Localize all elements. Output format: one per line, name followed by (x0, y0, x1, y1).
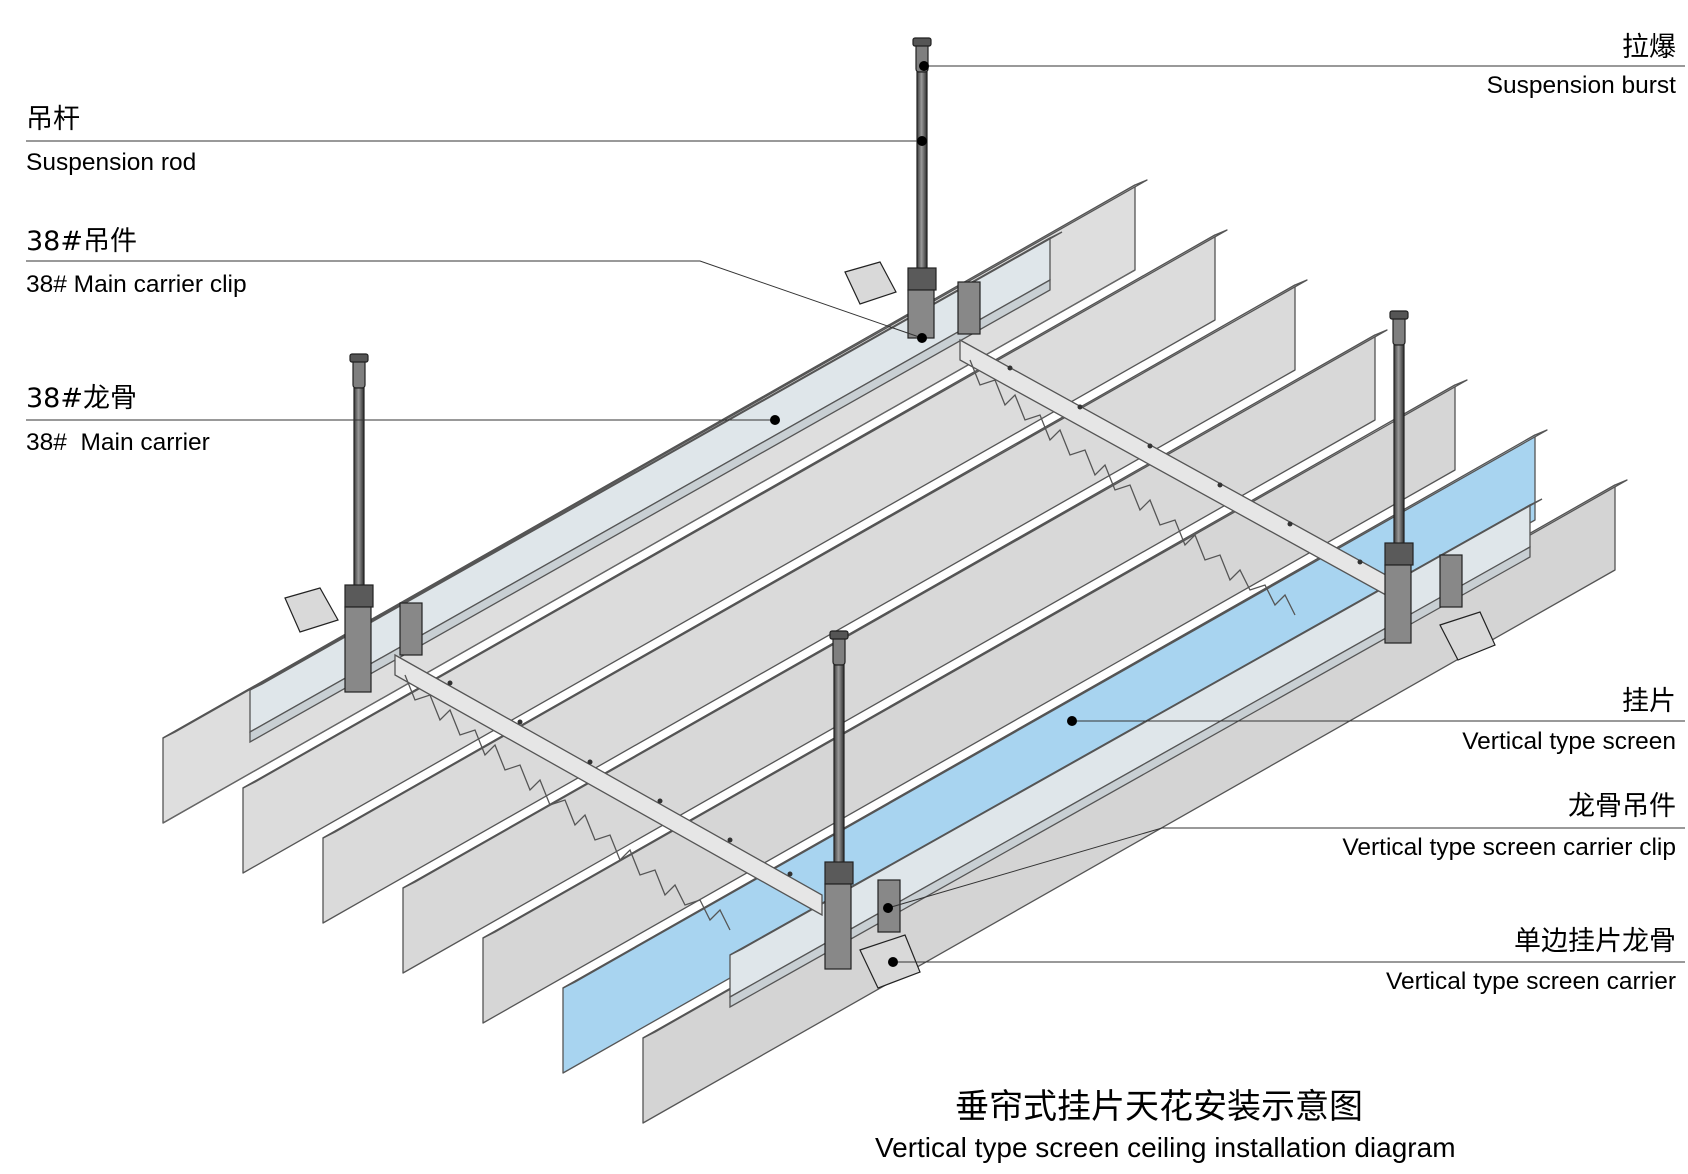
label-main-carrier-clip-zh: 38#吊件 (26, 226, 137, 257)
label-screen-carrier-clip-en: Vertical type screen carrier clip (1342, 834, 1676, 861)
label-screen-carrier-clip-zh: 龙骨吊件 (1568, 791, 1676, 822)
caption-title-en: Vertical type screen ceiling installatio… (875, 1132, 1456, 1163)
label-screen-carrier-en: Vertical type screen carrier (1385, 968, 1676, 995)
leader-dots (770, 61, 1077, 967)
label-screen-carrier-zh: 单边挂片龙骨 (1514, 926, 1676, 957)
label-suspension-rod-zh: 吊杆 (26, 104, 80, 135)
label-suspension-burst-en: Suspension burst (1486, 72, 1676, 99)
label-suspension-burst-zh: 拉爆 (1622, 32, 1676, 63)
label-main-carrier-zh: 38#龙骨 (26, 383, 137, 414)
label-main-carrier-clip-en: 38# Main carrier clip (26, 271, 247, 298)
leader-main-carrier-clip (26, 260, 923, 339)
leader-screen-carrier-clip (887, 827, 1685, 909)
suspension-assemblies (284, 37, 1496, 989)
label-suspension-rod-en: Suspension rod (26, 149, 197, 176)
leader-lines (26, 65, 1685, 963)
label-vertical-screen-en: Vertical type screen (1462, 728, 1676, 755)
main-carriers (249, 231, 1543, 1009)
caption-title-zh: 垂帘式挂片天花安装示意图 (955, 1087, 1363, 1127)
label-main-carrier-en: 38# Main carrier (26, 429, 210, 456)
screen-carriers (394, 338, 1396, 931)
label-vertical-screen-zh: 挂片 (1622, 686, 1676, 717)
